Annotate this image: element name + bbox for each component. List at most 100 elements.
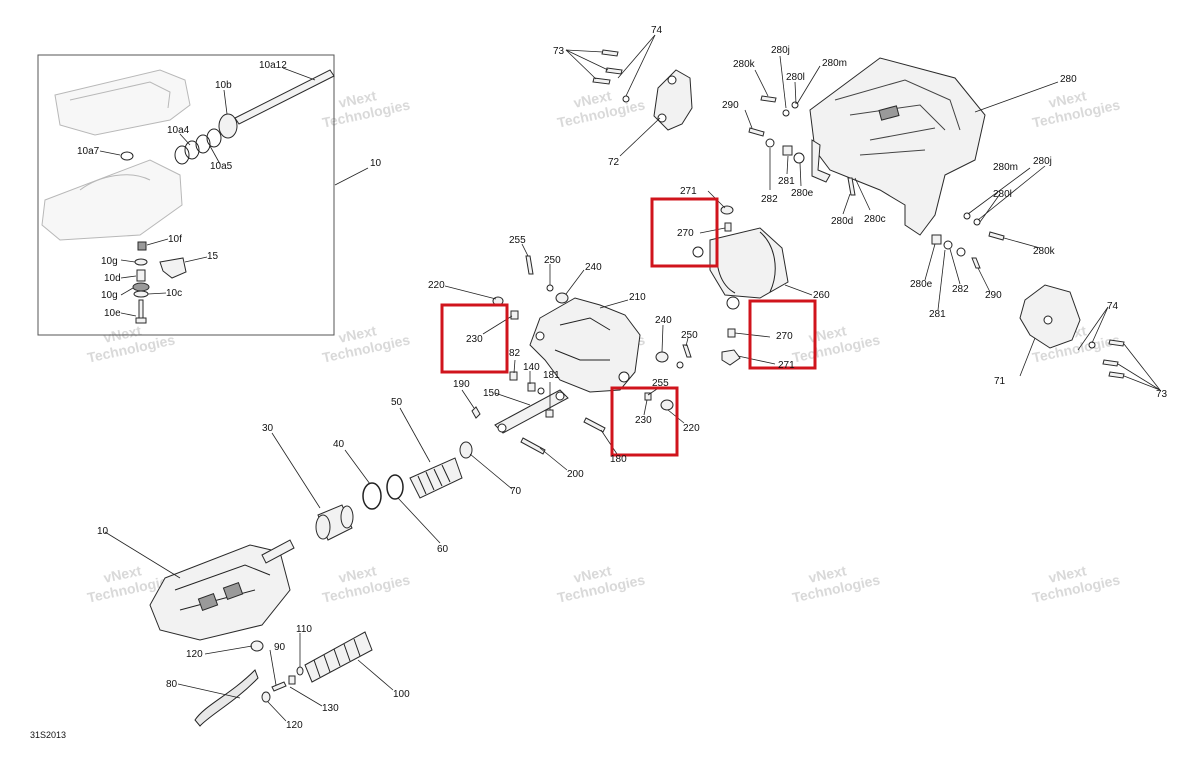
callout-280l: 280l <box>786 72 805 83</box>
diagram-code: 31S2013 <box>30 730 66 740</box>
callout-271: 271 <box>680 186 697 197</box>
callout-181: 181 <box>543 370 560 381</box>
callout-270: 270 <box>776 331 793 342</box>
callout-280j: 280j <box>1033 156 1052 167</box>
callout-110: 110 <box>296 624 312 635</box>
highlight-box-270-upper <box>650 197 719 268</box>
watermark: vNext Technologies <box>321 87 412 130</box>
callout-10a4: 10a4 <box>167 125 190 136</box>
gearbox-10 <box>149 539 373 727</box>
svg-text:vNext: vNext <box>807 562 848 586</box>
callout-71: 71 <box>994 376 1006 387</box>
callout-120: 120 <box>286 720 303 731</box>
callout-40: 40 <box>333 439 345 450</box>
svg-text:vNext: vNext <box>807 322 848 346</box>
callout-280e: 280e <box>910 279 933 290</box>
bracket-71 <box>1019 284 1125 379</box>
callout-280m: 280m <box>993 162 1018 173</box>
callout-150: 150 <box>483 388 500 399</box>
callout-15: 15 <box>207 251 219 262</box>
callout-190: 190 <box>453 379 470 390</box>
heat-shield-280 <box>748 57 1005 269</box>
callout-255: 255 <box>652 378 669 389</box>
callout-120: 120 <box>186 649 203 660</box>
watermark: vNext Technologies <box>556 87 647 130</box>
callout-10d: 10d <box>104 273 121 284</box>
callout-220: 220 <box>428 280 445 291</box>
bracket-72 <box>592 49 693 131</box>
callout-271: 271 <box>778 360 795 371</box>
callout-250: 250 <box>544 255 561 266</box>
svg-text:vNext: vNext <box>337 562 378 586</box>
callout-labels: 73 74 72 280k 280j 280l 280m 280 290 282… <box>77 25 1168 731</box>
callout-282: 282 <box>761 194 778 205</box>
callout-73: 73 <box>553 46 565 57</box>
callout-10a12: 10a12 <box>259 60 287 71</box>
callout-200: 200 <box>567 469 584 480</box>
callout-82: 82 <box>509 348 521 359</box>
callout-290: 290 <box>985 290 1002 301</box>
callout-280k: 280k <box>1033 246 1056 257</box>
callout-70: 70 <box>510 486 522 497</box>
callout-10: 10 <box>97 526 109 537</box>
clamp-260 <box>692 205 789 366</box>
callout-10g: 10g <box>101 290 118 301</box>
callout-10a7: 10a7 <box>77 146 100 157</box>
driveline-parts <box>315 441 473 541</box>
callout-280l: 280l <box>993 189 1012 200</box>
callout-280m: 280m <box>822 58 847 69</box>
callout-280d: 280d <box>831 216 853 227</box>
callout-80: 80 <box>166 679 178 690</box>
callout-10b: 10b <box>215 80 232 91</box>
callout-290: 290 <box>722 100 739 111</box>
callout-10c: 10c <box>166 288 182 299</box>
callout-281: 281 <box>929 309 946 320</box>
svg-text:vNext: vNext <box>1047 562 1088 586</box>
callout-73: 73 <box>1156 389 1168 400</box>
callout-240: 240 <box>655 315 672 326</box>
watermark: vNext Technologies <box>791 322 882 365</box>
callout-100: 100 <box>393 689 410 700</box>
crossmember-210 <box>471 255 692 455</box>
inset-box <box>37 54 335 336</box>
svg-text:vNext: vNext <box>102 562 143 586</box>
watermark: vNext Technologies <box>321 562 412 605</box>
callout-260: 260 <box>813 290 830 301</box>
callout-74: 74 <box>1107 301 1119 312</box>
callout-10f: 10f <box>168 234 182 245</box>
watermark: vNext Technologies <box>556 562 647 605</box>
highlight-boxes <box>440 197 817 457</box>
callout-10a5: 10a5 <box>210 161 233 172</box>
svg-text:vNext: vNext <box>572 562 613 586</box>
svg-text:vNext: vNext <box>337 87 378 111</box>
callout-210: 210 <box>629 292 646 303</box>
highlight-box-230-left <box>440 303 509 374</box>
callout-50: 50 <box>391 397 403 408</box>
leader-lines <box>99 34 1161 722</box>
callout-220: 220 <box>683 423 700 434</box>
callout-240: 240 <box>585 262 602 273</box>
callout-130: 130 <box>322 703 339 714</box>
callout-90: 90 <box>274 642 286 653</box>
highlight-box-230-right <box>610 386 679 457</box>
highlight-box-270-lower <box>748 299 817 370</box>
callout-74: 74 <box>651 25 663 36</box>
svg-text:vNext: vNext <box>337 322 378 346</box>
watermark: vNext Technologies <box>86 322 177 365</box>
callout-250: 250 <box>681 330 698 341</box>
watermark: vNext Technologies <box>1031 562 1122 605</box>
svg-text:vNext: vNext <box>1047 87 1088 111</box>
callout-10: 10 <box>370 158 382 169</box>
callout-270: 270 <box>677 228 694 239</box>
callout-280c: 280c <box>864 214 886 225</box>
callout-140: 140 <box>523 362 540 373</box>
callout-280: 280 <box>1060 74 1077 85</box>
callout-30: 30 <box>262 423 274 434</box>
callout-60: 60 <box>437 544 449 555</box>
callout-280j: 280j <box>771 45 790 56</box>
svg-text:vNext: vNext <box>572 87 613 111</box>
callout-280e: 280e <box>791 188 814 199</box>
callout-10g: 10g <box>101 256 118 267</box>
callout-255: 255 <box>509 235 526 246</box>
